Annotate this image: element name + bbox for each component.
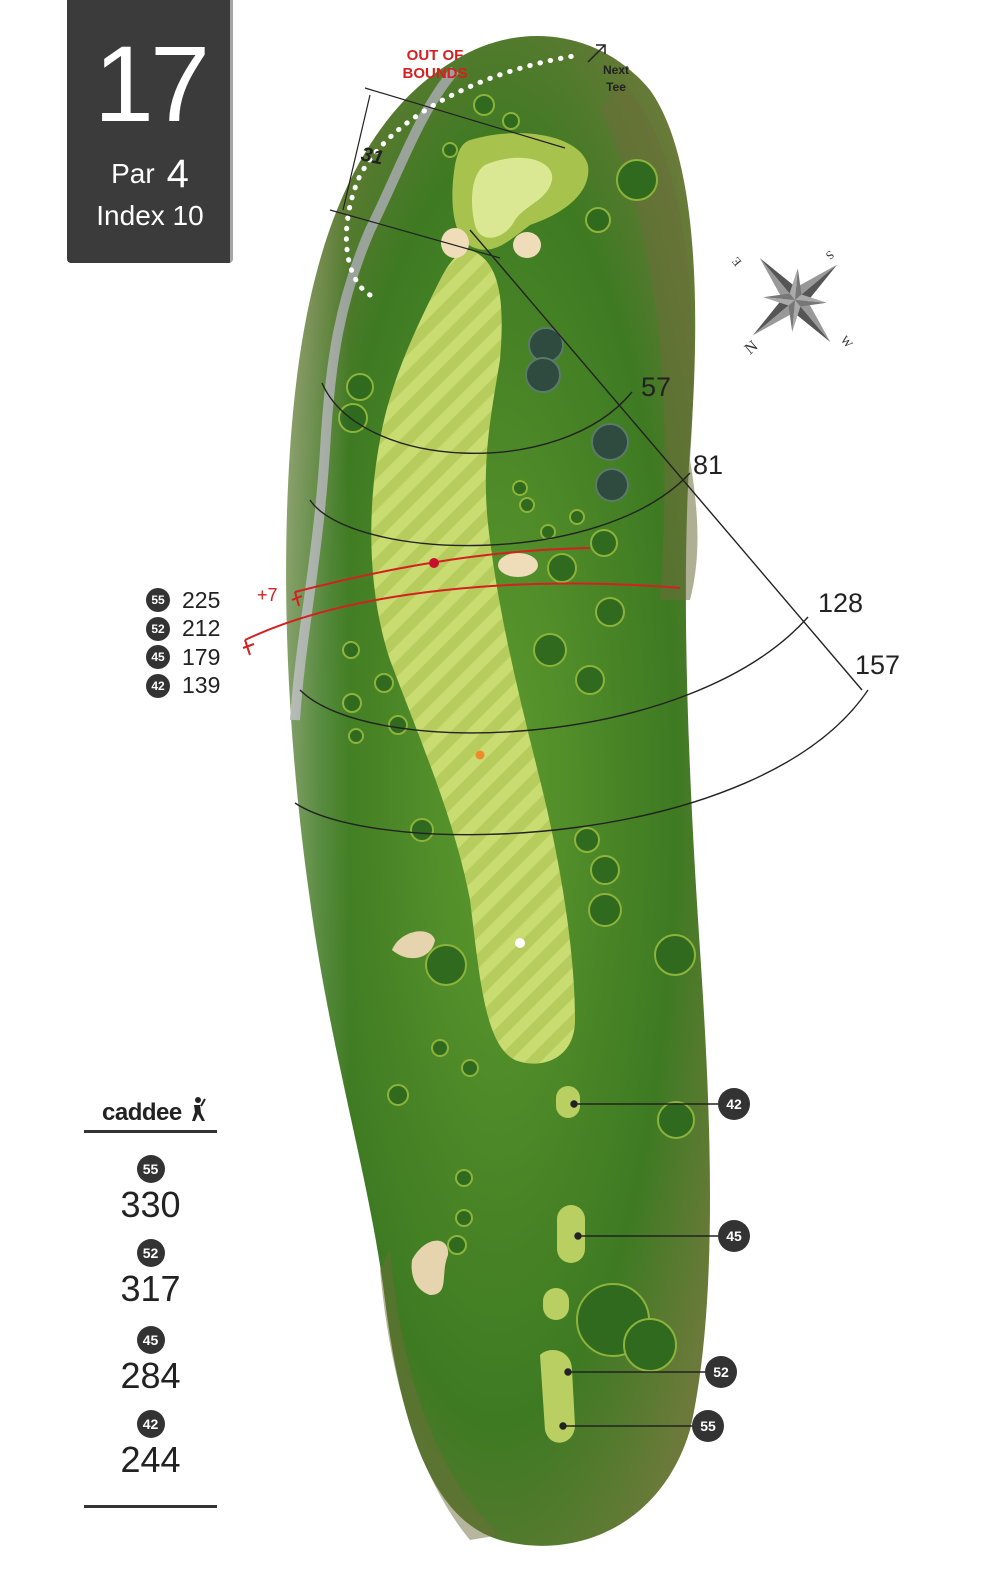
- hole-number: 17: [93, 23, 210, 144]
- green: [472, 157, 553, 238]
- compass-n: N: [742, 337, 762, 358]
- tee-total-item: 45 284: [84, 1326, 217, 1396]
- bunker-left-upper: [392, 931, 435, 959]
- par-value: 4: [166, 152, 189, 196]
- carry-value: 225: [182, 586, 221, 613]
- compass-e: E: [729, 254, 744, 269]
- tee-badge: 45: [136, 1326, 165, 1354]
- oob-text-1: OUT OF: [407, 47, 464, 64]
- carry-value: 212: [182, 615, 221, 642]
- green-depth-value: 31: [359, 143, 385, 169]
- par-label: Par: [111, 158, 155, 189]
- green-depth-measure: [329, 87, 566, 259]
- carry-value: 139: [182, 672, 221, 699]
- brand-logo: caddee: [102, 1096, 206, 1127]
- fairway: [371, 250, 575, 1064]
- edge-fade-left: [230, 0, 350, 1587]
- tee-badge: 45: [146, 645, 170, 670]
- distance-arcs: [294, 382, 869, 836]
- tee-badge: 55: [136, 1155, 165, 1183]
- arc-distance-128: 128: [818, 588, 863, 618]
- tee-carry-row: 45 179: [146, 643, 220, 672]
- carry-value: 179: [182, 643, 221, 670]
- tee-carry-row: 52 212: [146, 615, 220, 644]
- native-area-left-bottom: [380, 1250, 500, 1540]
- tee-box-45: [557, 1205, 585, 1263]
- tee-box-back-small: [543, 1288, 569, 1320]
- oob-text-2: BOUNDS: [402, 65, 467, 82]
- tee-marker-badges: 42 45 52 55: [692, 1088, 750, 1442]
- landing-point-white: [515, 938, 525, 948]
- tee-total-distance: 284: [120, 1355, 181, 1396]
- tee-badge: 52: [136, 1239, 165, 1267]
- tee-marker-52: 52: [713, 1364, 729, 1380]
- bottom-divider: [84, 1505, 217, 1508]
- native-area-right: [600, 80, 698, 600]
- hole-info-panel: 17 Par 4 Index 10: [67, 0, 233, 263]
- next-tee-text-1: Next: [603, 63, 629, 77]
- arc-distance-81: 81: [693, 450, 723, 480]
- compass-w: W: [838, 333, 856, 351]
- tee-total-item: 42 244: [84, 1410, 217, 1480]
- compass-s: S: [823, 248, 837, 263]
- tee-badge: 55: [146, 588, 170, 613]
- tee-total-distance: 317: [120, 1268, 181, 1309]
- tee-total-distance: 244: [120, 1439, 181, 1480]
- brand-name: caddee: [102, 1099, 182, 1126]
- tee-marker-42: 42: [726, 1096, 742, 1112]
- tee-box-52-55: [540, 1350, 575, 1443]
- distance-guideline: [469, 229, 863, 691]
- tee-box-42: [556, 1086, 580, 1118]
- par-row: Par 4: [67, 152, 233, 197]
- tee-total-item: 52 317: [84, 1239, 217, 1309]
- golfer-icon: [191, 1097, 206, 1121]
- tee-marker-55: 55: [700, 1418, 716, 1434]
- hole-index: Index 10: [96, 200, 204, 231]
- dark-trees: [525, 327, 629, 502]
- brand-divider: [84, 1130, 217, 1133]
- trees: [338, 94, 696, 1372]
- tee-total-distance: 330: [120, 1184, 181, 1225]
- tee-marker-45: 45: [726, 1228, 742, 1244]
- hazard-carry-value: +7: [257, 585, 278, 605]
- tee-badge: 42: [136, 1410, 165, 1438]
- carry-point-red: [429, 558, 439, 568]
- next-tee-text-2: Tee: [606, 80, 626, 94]
- tee-carry-list: 55 225 52 212 45 179 42 139: [146, 586, 220, 700]
- arc-distance-157: 157: [855, 650, 900, 680]
- next-tee-arrow: [587, 44, 606, 63]
- tee-carry-row: 55 225: [146, 586, 220, 615]
- tee-total-item: 55 330: [84, 1155, 217, 1225]
- tee-badge: 42: [146, 673, 170, 698]
- greenside-bunker-left: [441, 228, 469, 258]
- tee-badge: 52: [146, 616, 170, 641]
- layup-point-orange: [475, 750, 485, 760]
- bunker-left-lower: [411, 1240, 449, 1295]
- greenside-bunker-right: [513, 232, 541, 258]
- tee-marker-leaders: [559, 1100, 720, 1430]
- compass-rose-icon: [752, 257, 838, 343]
- arc-distance-57: 57: [641, 372, 671, 402]
- tee-carry-row: 42 139: [146, 672, 220, 701]
- fairway-bunker: [498, 553, 538, 577]
